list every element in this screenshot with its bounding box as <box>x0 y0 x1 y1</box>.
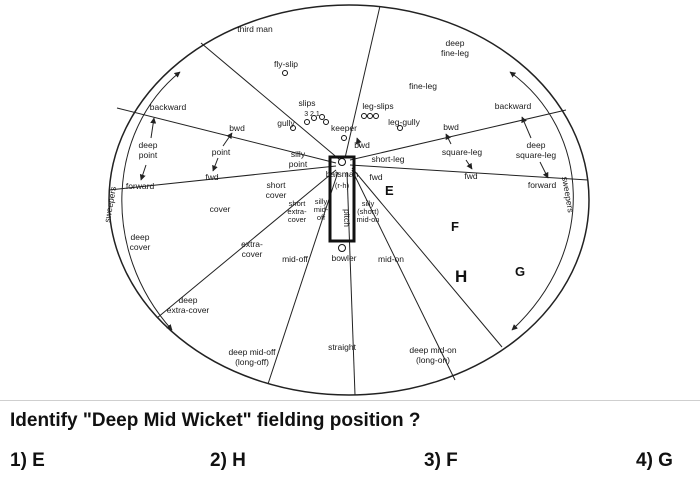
option-1[interactable]: 1) E <box>10 450 45 471</box>
arrow-deep-sq-fwd <box>539 161 549 179</box>
label-short-leg: short-leg <box>371 154 404 164</box>
label-fine-leg: fine-leg <box>409 81 437 91</box>
label-sweepers-left: sweepers <box>102 186 118 224</box>
option-4[interactable]: 4) G <box>636 450 673 471</box>
label-leg-slips: leg-slips <box>362 101 393 111</box>
label-silly-short-mid-on: silly(short)mid-on <box>357 199 380 224</box>
label-bowler: bowler <box>331 253 356 263</box>
label-slips: slips <box>298 98 315 108</box>
arrow-square-fwd <box>465 159 473 170</box>
label-fwd-right: fwd <box>464 171 478 181</box>
label-forward-left: forward <box>126 181 155 191</box>
marker-F: F <box>451 219 459 234</box>
marker-H: H <box>455 267 467 286</box>
label-slip-numbers: 3 2 1 <box>304 111 320 118</box>
label-backward-left: backward <box>150 102 187 112</box>
label-deep-mid-off: deep mid-off(long-off) <box>228 347 276 367</box>
label-r-h: (r-h) <box>335 181 350 190</box>
label-sweepers-right: sweepers <box>560 176 576 214</box>
label-pitch: pitch <box>342 209 352 227</box>
arrow-deep-sq-back <box>521 116 532 139</box>
sweeper-arc-left <box>121 71 181 331</box>
label-fwd-center: fwd <box>369 172 383 182</box>
arrow-point-fwd <box>212 157 219 172</box>
batsman-marker <box>338 158 346 166</box>
sweeper-arc-right <box>509 71 574 331</box>
label-bwd-left: bwd <box>229 123 245 133</box>
label-deep-mid-on: deep mid-on(long-on) <box>409 345 457 365</box>
sector-lines <box>108 5 589 396</box>
label-mid-on: mid-on <box>378 254 404 264</box>
divider <box>0 400 700 401</box>
label-square-leg: square-leg <box>442 147 482 157</box>
label-bwd-center: bwd <box>354 140 370 150</box>
arrow-deep-point-back <box>150 117 157 139</box>
label-forward-right: forward <box>528 180 557 190</box>
fielder-markers <box>282 70 403 141</box>
label-fwd-left: fwd <box>205 172 219 182</box>
arrow-keeper-bwd <box>355 137 362 148</box>
arrow-deep-point-fwd <box>139 164 147 181</box>
label-keeper: keeper <box>331 123 357 133</box>
label-third-man: third man <box>237 24 273 34</box>
label-mid-off: mid-off <box>282 254 308 264</box>
question-text: Identify "Deep Mid Wicket" fielding posi… <box>10 410 421 431</box>
label-leg-gully: leg-gully <box>388 117 420 127</box>
bowler-marker <box>338 244 346 252</box>
marker-G: G <box>515 264 525 279</box>
option-2[interactable]: 2) H <box>210 450 246 471</box>
label-cover: cover <box>210 204 231 214</box>
label-fly-slip: fly-slip <box>274 59 298 69</box>
label-backward-right: backward <box>495 101 532 111</box>
option-3[interactable]: 3) F <box>424 450 458 471</box>
arrow-square-bwd <box>445 133 452 145</box>
label-gully: gully <box>277 118 295 128</box>
label-batsman: batsman <box>326 169 359 179</box>
label-extra-cover: extra-cover <box>241 239 263 259</box>
boundary-ellipse <box>108 4 590 396</box>
label-point: point <box>212 147 231 157</box>
arrow-point-bwd <box>222 132 233 147</box>
label-straight: straight <box>328 342 357 352</box>
marker-E: E <box>385 183 394 198</box>
pitch-rectangle <box>328 155 356 243</box>
label-bwd-right: bwd <box>443 122 459 132</box>
